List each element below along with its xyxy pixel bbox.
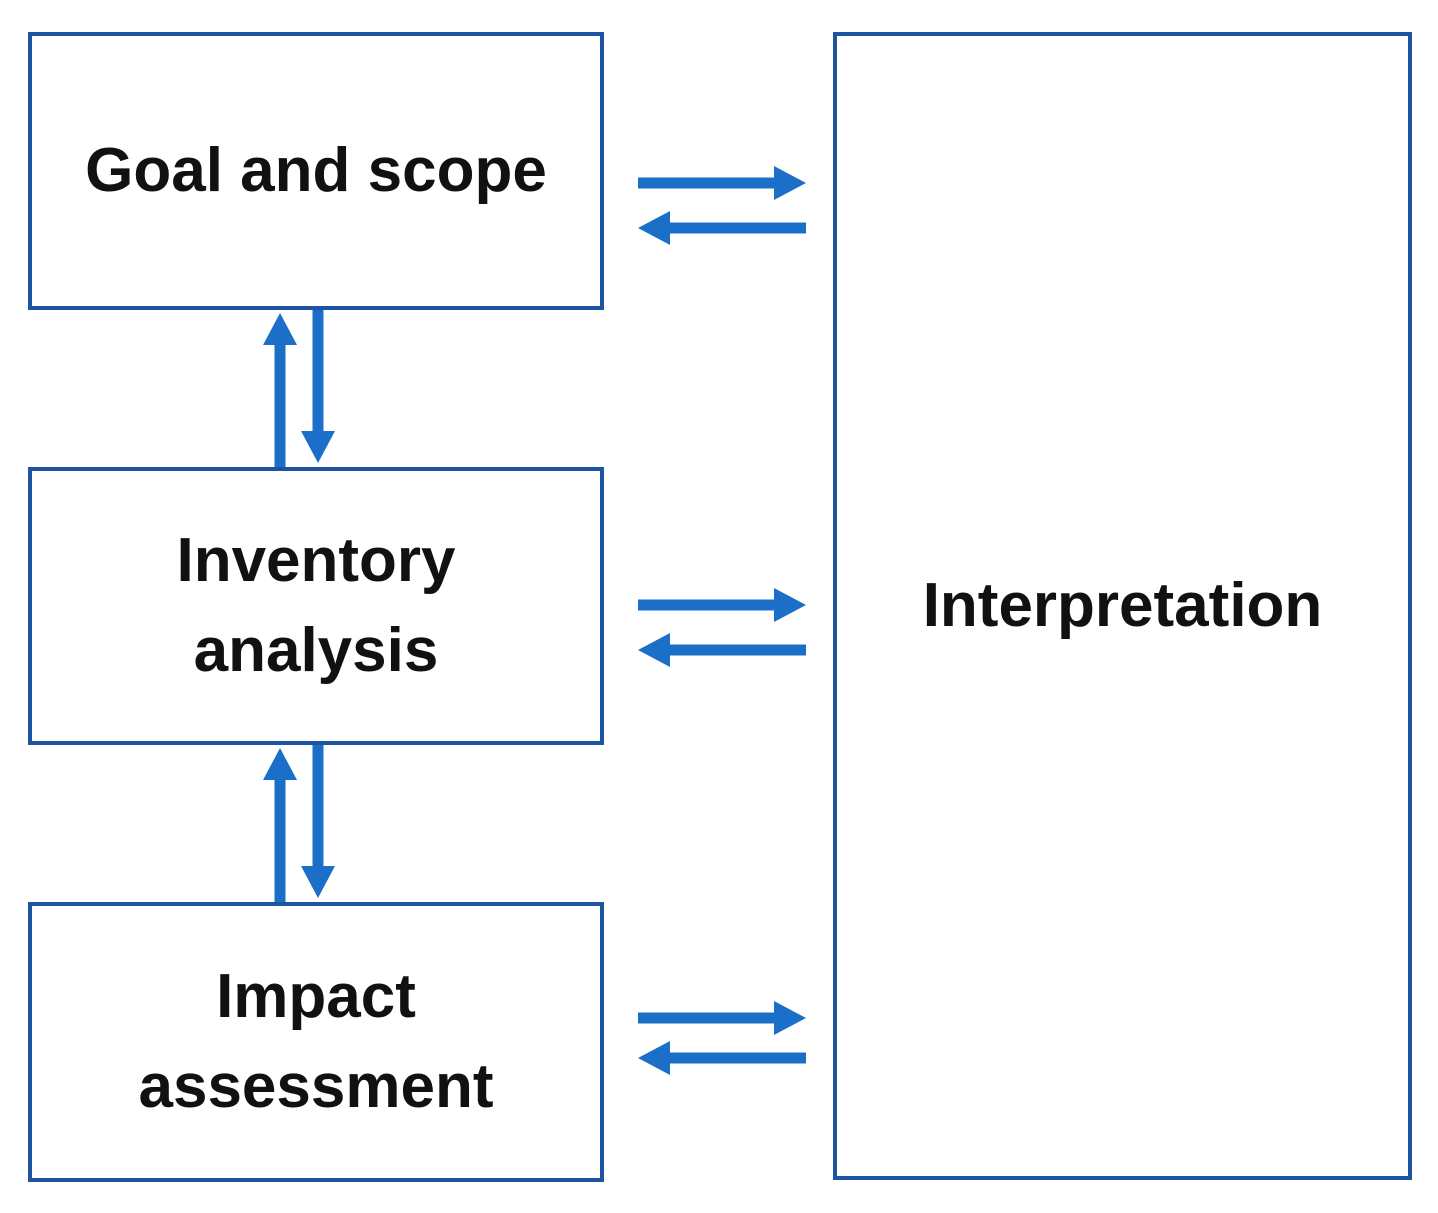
arrow-down-goal-to-inventory-icon (301, 310, 335, 463)
arrow-up-impact-to-inventory-icon (263, 748, 297, 902)
arrow-down-inventory-to-impact-icon (301, 745, 335, 898)
node-goal-and-scope: Goal and scope (28, 32, 604, 310)
node-label: analysis (193, 616, 439, 685)
node-label: Inventory (176, 526, 456, 596)
node-label: Goal and scope (85, 136, 547, 206)
arrow-right-inventory-to-interpretation-icon (638, 588, 806, 622)
arrow-left-interpretation-to-goal-icon (638, 211, 806, 245)
arrow-left-interpretation-to-inventory-icon (638, 633, 806, 667)
node-impact-assessment: Impact assessment (28, 902, 604, 1182)
node-interpretation: Interpretation (833, 32, 1412, 1180)
node-label: Interpretation (922, 571, 1323, 641)
arrow-left-interpretation-to-impact-icon (638, 1041, 806, 1075)
node-inventory-analysis: Inventory analysis (28, 467, 604, 745)
node-label: assessment (138, 1052, 494, 1121)
node-label: Impact (216, 962, 416, 1032)
arrow-right-impact-to-interpretation-icon (638, 1001, 806, 1035)
arrow-right-goal-to-interpretation-icon (638, 166, 806, 200)
arrow-up-inventory-to-goal-icon (263, 313, 297, 467)
